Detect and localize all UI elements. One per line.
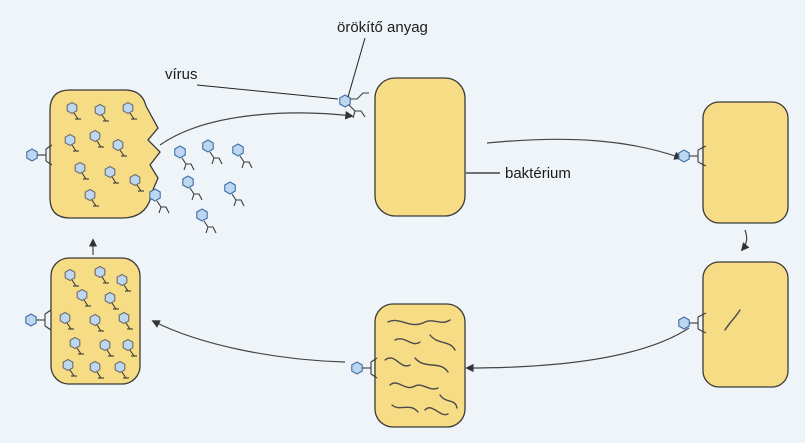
released-virus-icons	[150, 140, 252, 233]
bacterium-label: baktérium	[505, 165, 571, 182]
arrow-release-to-attach	[160, 113, 352, 145]
arrow-assemble-to-burst	[153, 321, 345, 362]
bacterium-cell-dna-injected	[703, 262, 788, 387]
attached-virus-icon	[679, 146, 706, 166]
arrow-replicate-to-assemble	[467, 328, 689, 368]
bacterium-cell	[375, 78, 465, 216]
genetic-material-label: örökítő anyag	[337, 19, 428, 36]
attached-virus-icon	[352, 358, 377, 378]
arrow-attach-to-inject	[487, 139, 681, 158]
attached-virus-icon	[27, 145, 52, 165]
bacterium-cell-infected	[703, 102, 788, 223]
virus-label: vírus	[165, 66, 198, 83]
virus-pointer	[197, 85, 338, 99]
virus-icon	[340, 93, 369, 118]
attached-virus-icon	[679, 313, 706, 333]
arrow-inject-to-replicate	[742, 230, 747, 250]
genetic-material-pointer	[348, 38, 365, 97]
attached-virus-icon	[26, 310, 51, 330]
